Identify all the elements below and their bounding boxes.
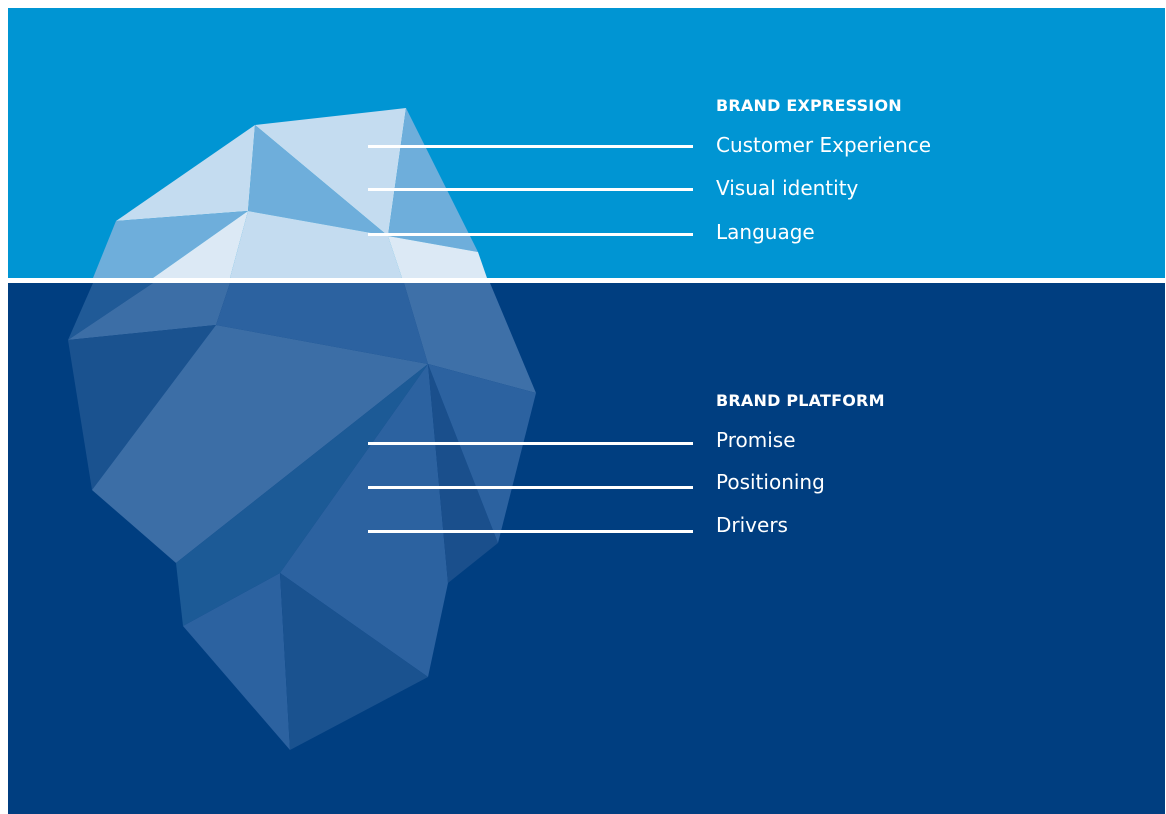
iceberg-facet [230,211,402,278]
iceberg-tip [93,108,487,278]
iceberg-facet [183,573,290,750]
leader-line [368,530,693,533]
iceberg-illustration [68,108,536,750]
iceberg-facet [248,125,388,236]
iceberg-facet [93,211,248,278]
iceberg-facet [92,325,428,563]
iceberg-facet [68,325,216,490]
iceberg-facet [116,125,255,221]
iceberg-facet [216,283,428,364]
brand-platform-item-positioning: Positioning [716,470,825,494]
iceberg-facet [428,364,536,543]
leader-line [368,442,693,445]
brand-expression-heading: BRAND EXPRESSION [716,96,902,115]
iceberg-facet [388,236,487,278]
iceberg-facet [428,364,498,583]
brand-expression-item-customer-experience: Customer Experience [716,133,932,157]
iceberg-facet [176,364,428,626]
iceberg-facet [404,283,536,393]
brand-platform-item-drivers: Drivers [716,513,788,537]
leader-line [368,188,693,191]
iceberg-facet [68,283,230,340]
leader-line [368,145,693,148]
iceberg-facet [280,573,428,750]
brand-expression-item-visual-identity: Visual identity [716,176,859,200]
iceberg-diagram: BRAND EXPRESSION Customer Experience Vis… [8,8,1165,814]
iceberg-submerged [68,283,536,750]
brand-platform-item-promise: Promise [716,428,796,452]
leader-line [368,233,693,236]
iceberg-facet [153,211,248,278]
leader-line [368,486,693,489]
brand-expression-item-language: Language [716,220,815,244]
iceberg-facet [388,108,478,252]
brand-platform-heading: BRAND PLATFORM [716,391,885,410]
iceberg-facet [255,108,406,236]
